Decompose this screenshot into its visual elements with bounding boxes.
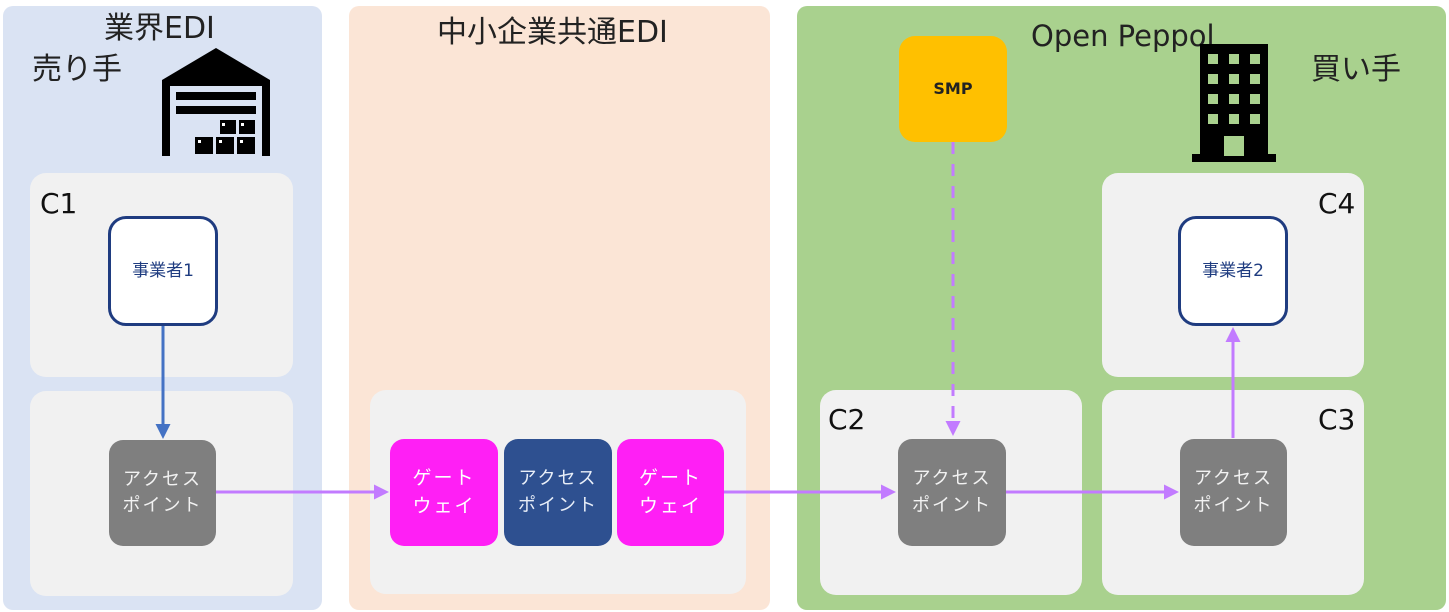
buyer-label: 買い手	[1311, 52, 1401, 87]
smp-box: SMP	[899, 36, 1007, 142]
entity2-box: 事業者2	[1178, 216, 1288, 326]
industry-edi-title: 業界EDI	[104, 11, 215, 46]
access-point-c2: アクセス ポイント	[898, 439, 1006, 546]
warehouse-icon	[162, 48, 270, 156]
gateway-right: ゲート ウェイ	[617, 439, 724, 546]
c2-label: C2	[828, 403, 866, 436]
access-point-sme: アクセス ポイント	[504, 439, 612, 546]
gateway-left: ゲート ウェイ	[390, 439, 498, 546]
entity1-box: 事業者1	[108, 216, 218, 326]
office-building-icon	[1192, 44, 1276, 162]
sme-edi-title: 中小企業共通EDI	[437, 15, 668, 50]
open-peppol-title: Open Peppol	[1031, 19, 1215, 53]
c3-label: C3	[1318, 403, 1356, 436]
access-point-c3: アクセス ポイント	[1180, 439, 1287, 546]
c1-label: C1	[40, 187, 78, 220]
c4-label: C4	[1318, 187, 1356, 220]
seller-label: 売り手	[32, 52, 122, 87]
access-point-seller: アクセス ポイント	[109, 440, 216, 546]
